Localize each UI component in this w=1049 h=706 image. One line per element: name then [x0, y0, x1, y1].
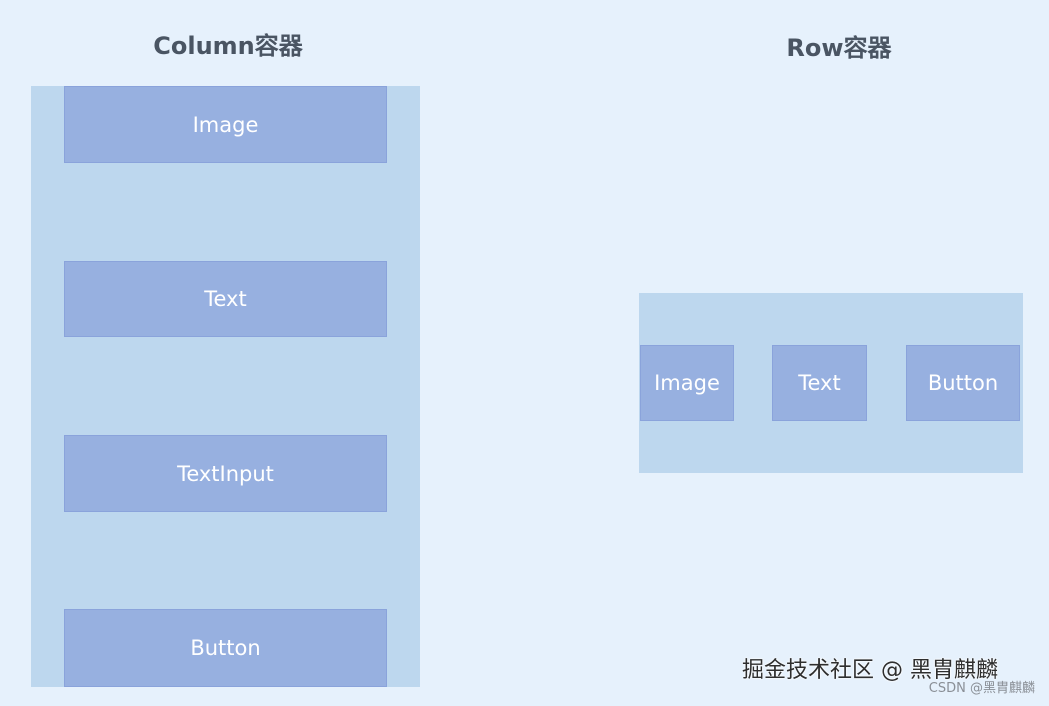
row-child-image: Image: [640, 345, 734, 421]
column-container-title: Column容器: [153, 32, 303, 60]
watermark-csdn: CSDN @黑胄麒麟: [928, 681, 1035, 696]
column-child-image: Image: [64, 86, 387, 163]
column-container: Image Text TextInput Button: [31, 86, 420, 687]
row-container-title: Row容器: [786, 34, 892, 62]
column-child-text: Text: [64, 261, 387, 337]
row-container: Image Text Button: [639, 293, 1023, 473]
row-child-text: Text: [772, 345, 867, 421]
row-child-button: Button: [906, 345, 1020, 421]
watermark-juejin: 掘金技术社区 @ 黑胄麒麟: [742, 658, 998, 683]
column-child-button: Button: [64, 609, 387, 687]
column-child-textinput: TextInput: [64, 435, 387, 512]
